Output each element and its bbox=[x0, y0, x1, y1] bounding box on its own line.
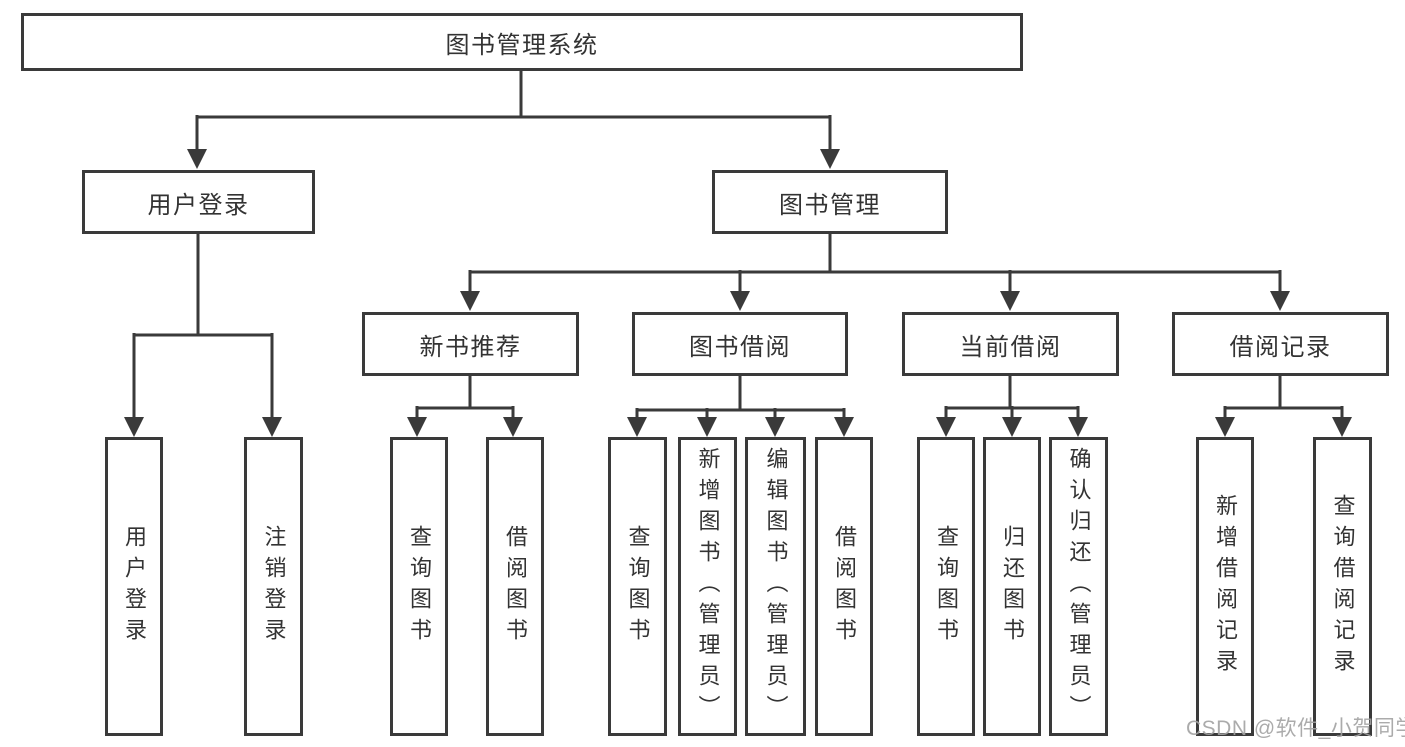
node-user-login: 用户登录 bbox=[82, 170, 315, 234]
node-borrowing-records: 借阅记录 bbox=[1172, 312, 1389, 376]
leaf-br-add-record: 新增借阅记录 bbox=[1196, 437, 1254, 736]
arrowheads bbox=[124, 149, 1352, 437]
node-root-system: 图书管理系统 bbox=[21, 13, 1023, 71]
leaf-cb-return-books: 归还图书 bbox=[983, 437, 1041, 736]
node-book-management: 图书管理 bbox=[712, 170, 948, 234]
leaf-logout: 注销登录 bbox=[244, 437, 303, 736]
node-current-borrowing: 当前借阅 bbox=[902, 312, 1119, 376]
leaf-nb-query-books: 查询图书 bbox=[390, 437, 448, 736]
leaf-bb-edit-book-admin: 编辑图书（管理员） bbox=[745, 437, 806, 736]
node-new-book-recommend: 新书推荐 bbox=[362, 312, 579, 376]
node-book-borrowing: 图书借阅 bbox=[632, 312, 848, 376]
connector-lines bbox=[132, 70, 1344, 419]
leaf-user-login: 用户登录 bbox=[105, 437, 163, 736]
leaf-br-query-record: 查询借阅记录 bbox=[1313, 437, 1372, 736]
leaf-bb-query-books: 查询图书 bbox=[608, 437, 667, 736]
leaf-bb-add-book-admin: 新增图书（管理员） bbox=[678, 437, 737, 736]
leaf-cb-confirm-return-admin: 确认归还（管理员） bbox=[1049, 437, 1108, 736]
leaf-bb-borrow-books: 借阅图书 bbox=[815, 437, 873, 736]
leaf-nb-borrow-books: 借阅图书 bbox=[486, 437, 544, 736]
csdn-watermark: CSDN @软件_小贺同学 bbox=[1186, 717, 1405, 740]
leaf-cb-query-books: 查询图书 bbox=[917, 437, 975, 736]
